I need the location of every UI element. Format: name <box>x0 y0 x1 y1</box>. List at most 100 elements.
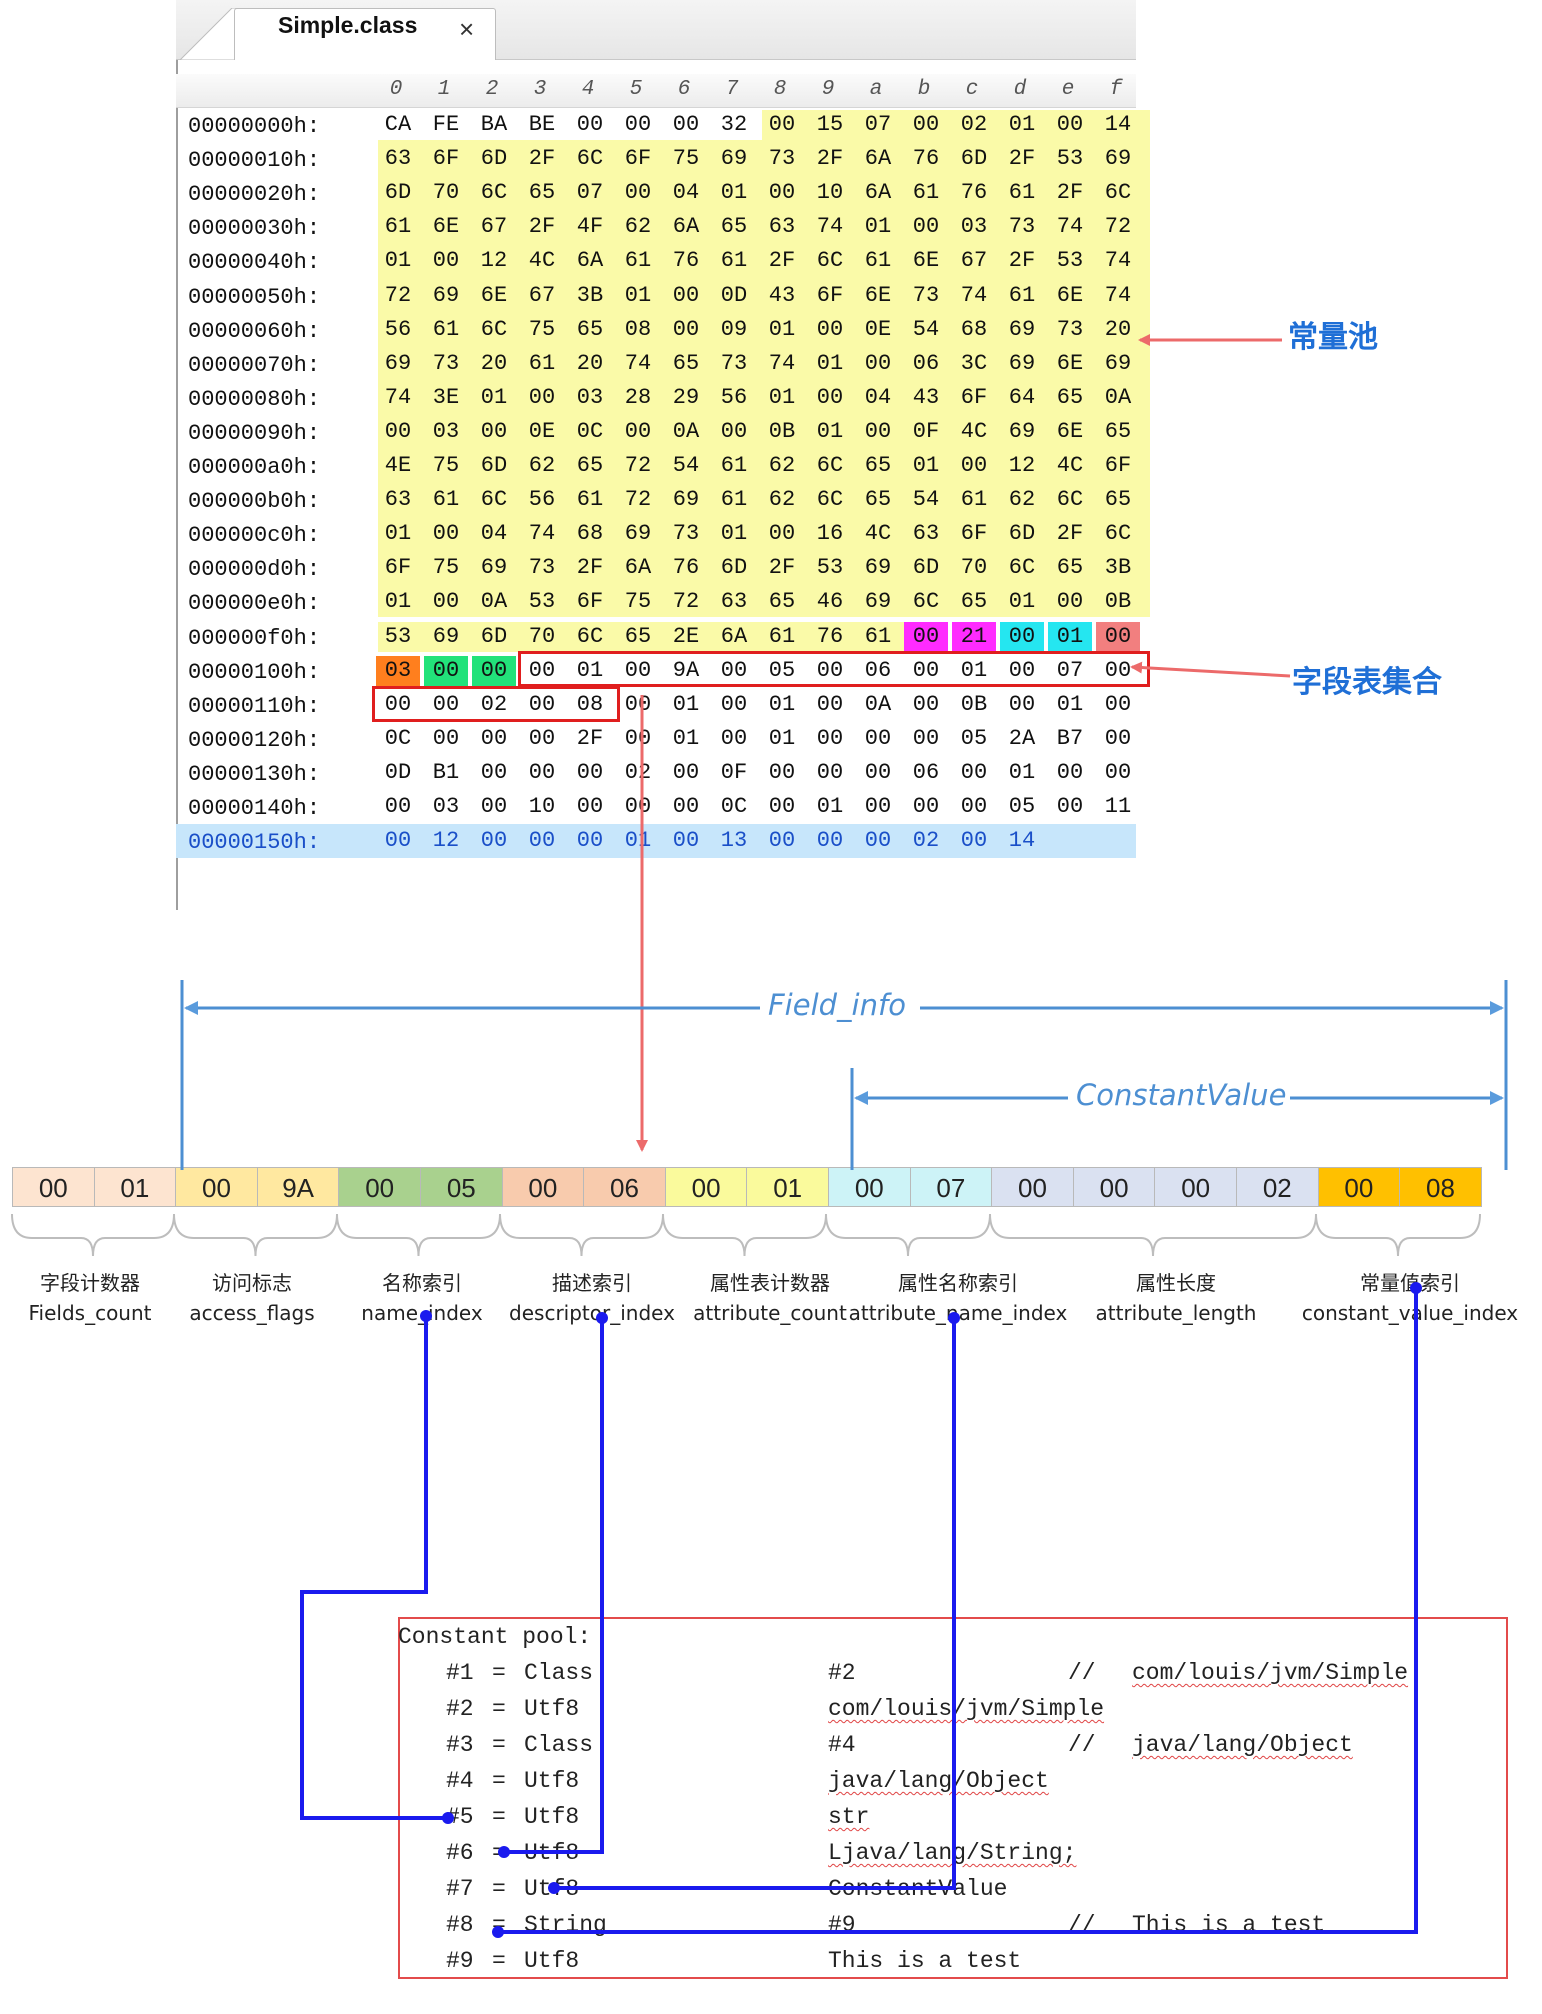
hex-byte[interactable]: 69 <box>624 521 652 547</box>
hex-byte[interactable]: 65 <box>1104 487 1132 513</box>
hex-byte[interactable]: 63 <box>768 214 796 240</box>
hex-byte[interactable]: 01 <box>624 282 652 308</box>
hex-byte[interactable]: 72 <box>624 487 652 513</box>
hex-byte[interactable]: 00 <box>576 828 604 854</box>
hex-byte[interactable]: 6D <box>480 453 508 478</box>
hex-byte[interactable]: 01 <box>384 248 412 274</box>
hex-byte[interactable]: 00 <box>472 655 516 686</box>
hex-byte[interactable]: 00 <box>816 725 844 751</box>
hex-byte[interactable]: 43 <box>912 384 940 410</box>
hex-byte[interactable]: 00 <box>672 794 700 819</box>
hex-byte[interactable]: 00 <box>1104 725 1132 751</box>
hex-byte[interactable]: 0B <box>768 418 796 444</box>
hex-byte[interactable]: 6C <box>576 146 604 172</box>
hex-byte[interactable]: 6E <box>864 282 892 308</box>
hex-byte[interactable]: 6A <box>672 214 700 240</box>
hex-byte[interactable]: 00 <box>960 794 988 819</box>
hex-byte[interactable]: 4C <box>1056 453 1084 478</box>
hex-byte[interactable]: 76 <box>960 180 988 206</box>
hex-byte[interactable]: 01 <box>768 316 796 342</box>
hex-byte[interactable]: 02 <box>960 112 988 137</box>
hex-byte[interactable]: 04 <box>672 180 700 206</box>
hex-byte[interactable]: 01 <box>816 350 844 376</box>
hex-byte[interactable]: 00 <box>1104 657 1132 683</box>
hex-byte[interactable]: 73 <box>528 555 556 581</box>
hex-byte[interactable]: 0A <box>672 418 700 444</box>
hex-byte[interactable]: 53 <box>528 589 556 615</box>
hex-byte[interactable]: 07 <box>1056 657 1084 683</box>
hex-byte[interactable]: 6E <box>1056 282 1084 308</box>
hex-byte[interactable]: 2F <box>528 214 556 240</box>
hex-byte[interactable]: 62 <box>1008 487 1036 513</box>
hex-byte[interactable]: 6F <box>432 146 460 172</box>
hex-byte[interactable]: 74 <box>1104 282 1132 308</box>
hex-byte[interactable]: 06 <box>912 350 940 376</box>
hex-byte[interactable]: 00 <box>864 828 892 854</box>
hex-byte[interactable]: 00 <box>624 691 652 717</box>
hex-byte[interactable]: 56 <box>384 316 412 342</box>
hex-byte[interactable]: 00 <box>864 794 892 819</box>
hex-byte[interactable]: 3B <box>1104 555 1132 581</box>
hex-byte[interactable]: 00 <box>384 794 412 819</box>
hex-byte[interactable]: 6A <box>864 146 892 172</box>
hex-byte[interactable]: 00 <box>768 521 796 547</box>
hex-byte[interactable]: 6C <box>1056 487 1084 513</box>
hex-byte[interactable]: 69 <box>720 146 748 172</box>
hex-byte[interactable]: 06 <box>864 657 892 683</box>
hex-byte[interactable]: 6C <box>816 487 844 513</box>
hex-byte[interactable]: 08 <box>624 316 652 342</box>
hex-byte[interactable]: 00 <box>864 350 892 376</box>
hex-byte[interactable]: 73 <box>672 521 700 547</box>
hex-byte[interactable]: 63 <box>384 487 412 513</box>
hex-byte[interactable]: 15 <box>816 112 844 137</box>
hex-byte[interactable]: 61 <box>768 623 796 649</box>
hex-byte[interactable]: 0A <box>480 589 508 615</box>
hex-byte[interactable]: 16 <box>816 521 844 547</box>
hex-byte[interactable]: 6F <box>624 146 652 172</box>
hex-byte[interactable]: 65 <box>672 350 700 376</box>
hex-byte[interactable]: 74 <box>384 384 412 410</box>
hex-byte[interactable]: 00 <box>912 112 940 137</box>
hex-byte[interactable]: 62 <box>624 214 652 240</box>
hex-byte[interactable]: 02 <box>624 759 652 785</box>
hex-byte[interactable]: 10 <box>816 180 844 206</box>
hex-byte[interactable]: 10 <box>528 794 556 819</box>
hex-byte[interactable]: 00 <box>1056 759 1084 785</box>
hex-byte[interactable]: 56 <box>720 384 748 410</box>
hex-byte[interactable]: 65 <box>576 453 604 478</box>
hex-byte[interactable]: 54 <box>912 316 940 342</box>
hex-byte[interactable]: 69 <box>1008 316 1036 342</box>
hex-byte[interactable]: 14 <box>1104 112 1132 137</box>
hex-byte[interactable]: 61 <box>576 487 604 513</box>
hex-byte[interactable]: 0B <box>1104 589 1132 615</box>
hex-byte[interactable]: 00 <box>912 794 940 819</box>
hex-byte[interactable]: 01 <box>1008 589 1036 615</box>
hex-byte[interactable]: 73 <box>720 350 748 376</box>
hex-byte[interactable]: 01 <box>384 521 412 547</box>
hex-byte[interactable]: 6C <box>480 487 508 513</box>
hex-byte[interactable]: 00 <box>768 180 796 206</box>
hex-byte[interactable]: 61 <box>1008 282 1036 308</box>
hex-byte[interactable]: 00 <box>576 112 604 137</box>
hex-byte[interactable]: 70 <box>432 180 460 206</box>
hex-byte[interactable]: 00 <box>768 112 796 137</box>
hex-byte[interactable]: 01 <box>1056 691 1084 717</box>
hex-byte[interactable]: 6D <box>480 146 508 172</box>
hex-byte[interactable]: 00 <box>1096 621 1140 652</box>
hex-byte[interactable]: 6F <box>960 521 988 547</box>
hex-byte[interactable]: 69 <box>864 555 892 581</box>
hex-byte[interactable]: 00 <box>480 759 508 785</box>
hex-byte[interactable]: 00 <box>720 725 748 751</box>
hex-byte[interactable]: 01 <box>912 453 940 478</box>
